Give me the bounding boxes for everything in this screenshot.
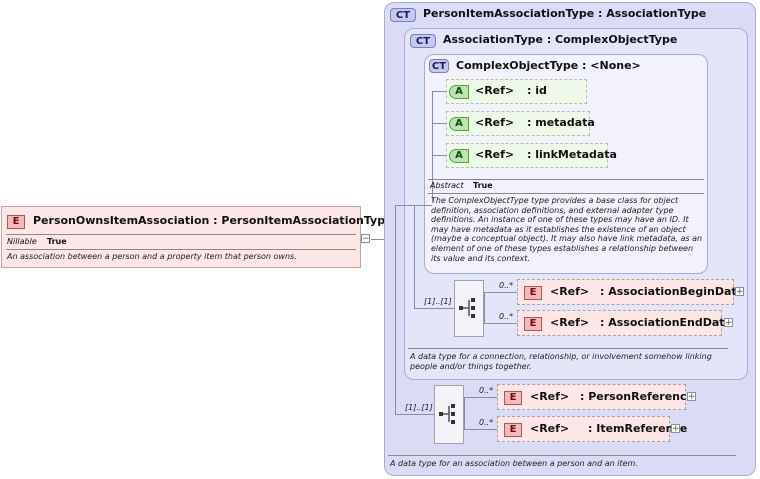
nillable-value: True — [47, 237, 67, 246]
connector — [484, 292, 517, 293]
attribute-badge: A — [449, 149, 469, 163]
element-badge: E — [504, 423, 522, 437]
connector — [371, 239, 395, 240]
connector — [464, 397, 465, 429]
element-ref: <Ref> — [530, 390, 570, 403]
inner-type-doc: The ComplexObjectType type provides a ba… — [431, 196, 703, 263]
element-person-reference[interactable]: E <Ref> : PersonReference — [497, 384, 694, 410]
plus-icon[interactable]: + — [724, 318, 733, 328]
element-name: : PersonReference — [580, 390, 694, 403]
divider — [428, 179, 704, 180]
divider — [6, 234, 356, 235]
plus-icon[interactable]: + — [687, 392, 696, 402]
divider — [388, 455, 736, 456]
element-ref: <Ref> — [530, 422, 570, 435]
attribute-badge: A — [449, 117, 469, 131]
attribute-badge: A — [449, 85, 469, 99]
element-name: : ItemReference — [588, 422, 688, 435]
nillable-label: Nillable — [7, 237, 37, 246]
divider — [408, 348, 728, 349]
connector — [432, 91, 433, 201]
inner-type-title: ComplexObjectType : <None> — [456, 59, 641, 72]
element-association-end-date[interactable]: E <Ref> : AssociationEndDate — [517, 310, 732, 336]
divider — [6, 249, 356, 250]
divider — [428, 193, 704, 194]
element-badge: E — [504, 391, 522, 405]
connector — [484, 323, 517, 324]
complex-type-badge: CT — [390, 8, 416, 22]
connector — [432, 123, 446, 124]
element-name: : AssociationEndDate — [600, 316, 733, 329]
element-item-reference[interactable]: E <Ref> : ItemReference — [497, 416, 687, 442]
connector — [395, 205, 396, 415]
sequence-multiplicity: [1]..[1] — [405, 403, 433, 412]
element-badge: E — [524, 286, 542, 300]
attribute-name: : linkMetadata — [527, 148, 617, 161]
child-multiplicity: 0..* — [479, 386, 494, 395]
outer-type-title: PersonItemAssociationType : AssociationT… — [423, 7, 707, 20]
connector — [395, 414, 434, 415]
child-multiplicity: 0..* — [499, 312, 514, 321]
outer-type-doc: A data type for an association between a… — [390, 459, 638, 468]
attribute-metadata[interactable]: A <Ref> : metadata — [446, 111, 595, 136]
root-element[interactable]: E PersonOwnsItemAssociation : PersonItem… — [1, 206, 393, 268]
child-multiplicity: 0..* — [499, 281, 514, 290]
mid-type-title: AssociationType : ComplexObjectType — [443, 33, 678, 46]
connector — [432, 155, 446, 156]
element-badge: E — [524, 317, 542, 331]
plus-icon[interactable]: + — [671, 424, 680, 434]
sequence-icon — [434, 385, 464, 444]
attribute-id[interactable]: A <Ref> : id — [446, 79, 587, 104]
connector — [414, 205, 415, 308]
root-element-doc: An association between a person and a pr… — [7, 252, 297, 261]
element-name: : AssociationBeginDate — [600, 285, 745, 298]
element-association-begin-date[interactable]: E <Ref> : AssociationBeginDate — [517, 279, 744, 305]
sequence-icon — [454, 280, 484, 337]
attribute-ref: <Ref> — [475, 84, 515, 97]
connector — [464, 397, 497, 398]
root-element-label: PersonOwnsItemAssociation : PersonItemAs… — [33, 214, 393, 227]
attribute-name: : id — [527, 84, 547, 97]
connector — [464, 429, 497, 430]
connector — [432, 91, 446, 92]
element-ref: <Ref> — [550, 285, 590, 298]
attribute-ref: <Ref> — [475, 116, 515, 129]
plus-icon[interactable]: + — [735, 287, 744, 297]
complex-type-badge: CT — [429, 59, 449, 73]
mid-type-doc: A data type for a connection, relationsh… — [410, 352, 712, 371]
attribute-name: : metadata — [527, 116, 595, 129]
connector — [484, 292, 485, 323]
abstract-value: True — [473, 181, 493, 190]
element-badge: E — [7, 215, 25, 229]
element-ref: <Ref> — [550, 316, 590, 329]
attribute-link-metadata[interactable]: A <Ref> : linkMetadata — [446, 143, 617, 168]
sequence-multiplicity: [1]..[1] — [424, 297, 452, 306]
complex-type-badge: CT — [410, 34, 436, 48]
abstract-label: Abstract — [430, 181, 464, 190]
minus-icon[interactable]: − — [361, 234, 370, 244]
connector — [414, 308, 454, 309]
attribute-ref: <Ref> — [475, 148, 515, 161]
child-multiplicity: 0..* — [479, 418, 494, 427]
